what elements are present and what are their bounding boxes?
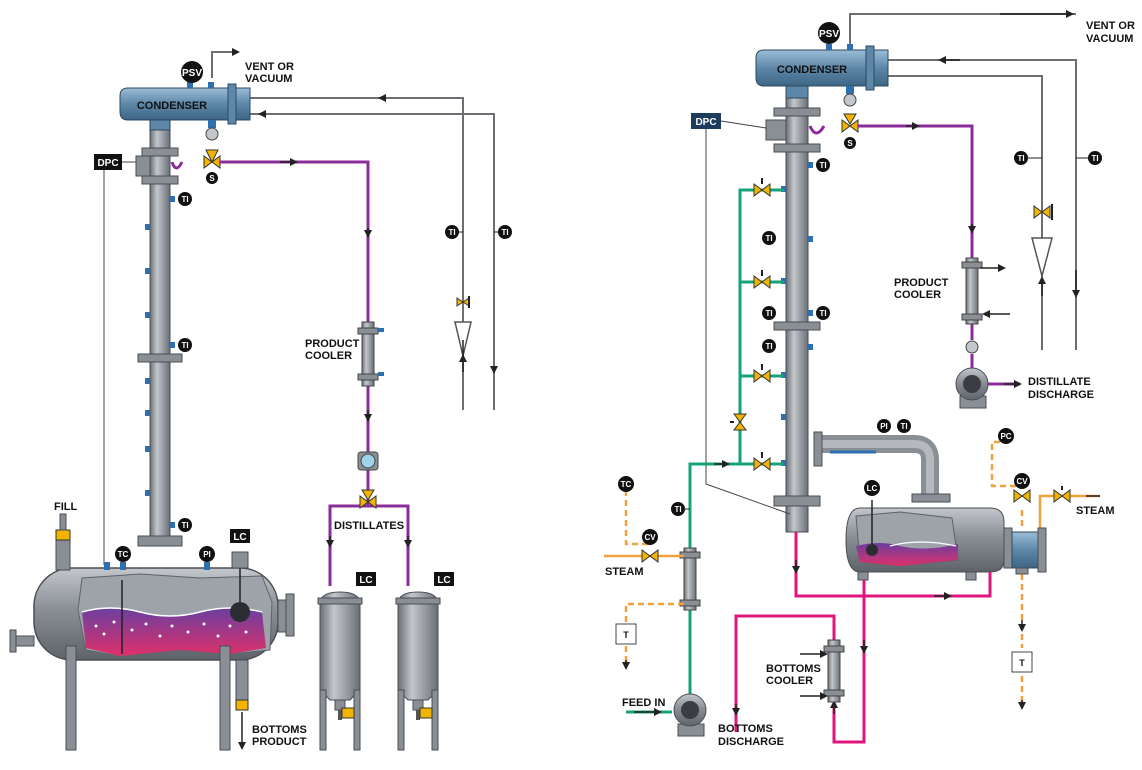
left-product-cooler-label-2: COOLER [305,350,352,362]
right-dpc-label: DPC [695,117,716,128]
left-product-cooler-label-1: PRODUCT [305,338,360,350]
left-instruments: TI TI TI TI TI TC PI LC [115,192,512,562]
right-distillate-pump [955,367,989,409]
bottoms-product-label-1: BOTTOMS [252,724,307,736]
right-ti-4: TI [819,309,826,318]
left-ti-5: TI [501,228,508,237]
left-product-cooler [357,321,384,387]
left-receiver-1 [317,591,363,751]
right-cv-1: CV [644,533,656,542]
left-vent-lines [211,48,498,410]
right-pi: PI [880,422,888,431]
bottoms-cooler-label-1: BOTTOMS [766,663,821,675]
feed-in-label: FEED IN [622,697,665,709]
right-ti-7: TI [1091,154,1098,163]
left-still-pot [9,560,295,751]
left-s-label: S [209,174,215,183]
right-t-label-2: T [1019,658,1025,668]
left-vent-label-2: VACUUM [245,73,292,85]
left-pi: PI [203,550,211,559]
right-psv-label: PSV [819,29,839,40]
left-condenser: CONDENSER [119,82,251,131]
left-ti-3: TI [181,521,188,530]
reboiler-vapor-return [813,431,951,503]
right-ti-8: TI [674,505,681,514]
left-ti-1: TI [181,195,188,204]
left-tc: TC [118,550,129,559]
feed-pump [673,693,707,737]
right-ti-3: TI [765,309,772,318]
left-vent-label-1: VENT OR [245,61,294,73]
left-lc-still: LC [233,532,246,543]
right-condenser: CONDENSER [755,45,889,99]
right-t-label-1: T [623,630,629,640]
right-pc: PC [1000,432,1011,441]
bottoms-discharge-label-1: BOTTOMS [718,723,773,735]
left-reflux-rotameter [454,296,472,372]
left-ti-4: TI [448,228,455,237]
bottoms-product-label-2: PRODUCT [252,736,307,748]
left-ti-2: TI [181,341,188,350]
left-condenser-label: CONDENSER [137,100,207,112]
right-s-label: S [847,139,853,148]
left-distillate-line [220,160,410,586]
right-steam-label-2: STEAM [1076,505,1115,517]
right-ti-5: TI [765,342,772,351]
left-diagram: DPC CONDENSER PSV VENT OR VACUU [9,48,512,751]
fill-label: FILL [54,501,77,513]
bottoms-cooler-label-2: COOLER [766,675,813,687]
bottoms-discharge-label-2: DISCHARGE [718,736,784,748]
left-lc-receiver1-label: LC [359,575,372,586]
left-lc-receiver2-label: LC [437,575,450,586]
left-distillates-label: DISTILLATES [334,520,404,532]
right-vent-label-1: VENT OR [1086,20,1135,32]
left-psv-icon [181,61,203,83]
kettle-reboiler [845,500,1047,581]
right-ti-9: TI [900,422,907,431]
distillate-discharge-label-1: DISTILLATE [1028,376,1091,388]
right-product-cooler-label-1: PRODUCT [894,277,949,289]
left-psv-label: PSV [182,68,202,79]
right-ti-1: TI [819,161,826,170]
right-column [785,95,809,533]
right-steam-label-1: STEAM [605,566,644,578]
left-receiver-2 [395,591,441,751]
right-product-cooler-label-2: COOLER [894,289,941,301]
right-ti-6: TI [1017,154,1024,163]
right-cv-2: CV [1016,477,1028,486]
dpc-label: DPC [97,158,118,169]
feed-lines [626,188,784,714]
right-diagram: VENT OR VACUUM CONDENSER PSV [604,10,1135,748]
right-instruments: TI TI TI TI TI TI TI TI PI TI LC TC [618,151,1102,545]
right-lc: LC [867,484,878,493]
right-ti-2: TI [765,234,772,243]
right-tc: TC [621,480,632,489]
distillate-discharge-label-2: DISCHARGE [1028,389,1094,401]
right-vent-label-2: VACUUM [1086,33,1133,45]
right-condenser-label: CONDENSER [777,64,847,76]
dpc-badge [94,154,122,170]
